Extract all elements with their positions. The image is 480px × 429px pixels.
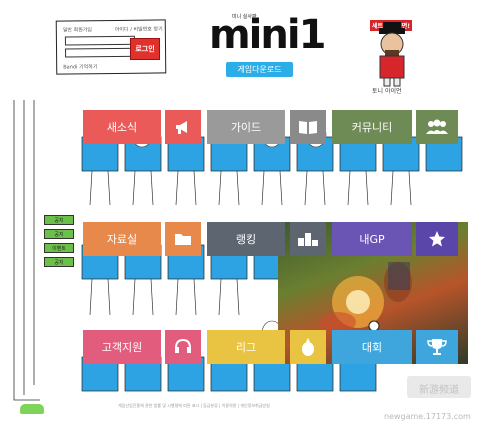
megaphone-icon[interactable] — [165, 110, 201, 144]
footer-legal-text: 게임산업진흥에 관한 법률 및 시행령에 따른 표시 | 등급분류 | 이용약관… — [118, 403, 270, 408]
folder-icon[interactable] — [165, 222, 201, 256]
menu-league[interactable]: 리그 — [207, 330, 285, 364]
logo-subtitle: 미니 실사판 — [232, 14, 257, 20]
podium-icon[interactable] — [290, 222, 326, 256]
star-icon[interactable] — [416, 222, 458, 256]
notice-tag[interactable]: 공지 — [44, 229, 74, 239]
remember-label[interactable]: Bandi 기억하기 — [63, 64, 98, 71]
footer-grass-decoration — [20, 404, 44, 414]
mini11-logo[interactable]: mini11 — [205, 8, 325, 52]
notice-tag[interactable]: 공지 — [44, 215, 74, 225]
game-scene-image — [320, 262, 412, 332]
game-download-button[interactable]: 게임다운로드 — [226, 62, 293, 77]
event-tag[interactable]: 이벤트 — [44, 243, 74, 253]
menu-community[interactable]: 커뮤니티 — [332, 110, 412, 144]
svg-text:mini11: mini11 — [209, 12, 325, 52]
menu-resources[interactable]: 자료실 — [83, 222, 161, 256]
notice-tags: 공지 공지 이벤트 공지 — [44, 215, 74, 271]
mascot-character — [379, 22, 405, 87]
menu-news[interactable]: 새소식 — [83, 110, 161, 144]
menu-my-gp[interactable]: 내GP — [332, 222, 412, 256]
signup-link[interactable]: 일반 회원가입 — [62, 27, 93, 34]
menu-guide[interactable]: 가이드 — [207, 110, 285, 144]
find-account-link[interactable]: 아이디 / 비밀번호 찾기 — [114, 26, 163, 33]
watermark-site: newgame.17173.com — [384, 412, 471, 421]
mascot-name: 토니 아이언 — [372, 88, 402, 95]
id-input[interactable] — [64, 35, 135, 46]
svg-text:新游频道: 新游频道 — [419, 383, 459, 396]
login-button[interactable]: 로그인 — [130, 38, 160, 60]
menu-tournament[interactable]: 대회 — [332, 330, 412, 364]
users-icon[interactable] — [416, 110, 458, 144]
password-input[interactable] — [65, 47, 136, 58]
trophy-icon[interactable] — [416, 330, 458, 364]
notice-tag[interactable]: 공지 — [44, 257, 74, 267]
trophy-pineapple-icon[interactable] — [290, 330, 326, 364]
menu-support[interactable]: 고객지원 — [83, 330, 161, 364]
headset-icon[interactable] — [165, 330, 201, 364]
book-icon[interactable] — [290, 110, 326, 144]
menu-ranking[interactable]: 랭킹 — [207, 222, 285, 256]
watermark-logo: 新游频道 — [407, 376, 471, 398]
